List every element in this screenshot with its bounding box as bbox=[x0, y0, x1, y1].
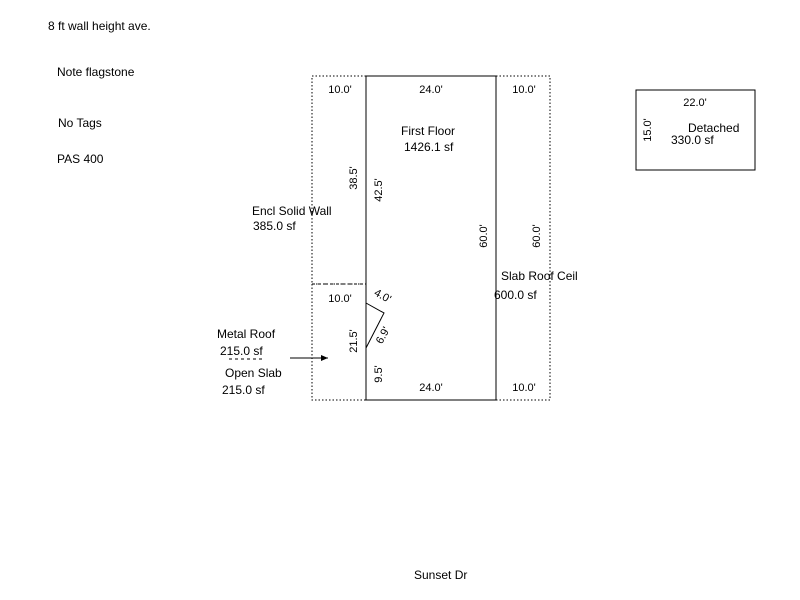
open-slab-outline bbox=[311, 284, 366, 401]
dim-main-bottom: 24.0' bbox=[419, 382, 443, 394]
dim-left-top: 10.0' bbox=[328, 84, 352, 96]
street-name: Sunset Dr bbox=[414, 568, 467, 582]
first-floor-area: 1426.1 sf bbox=[404, 140, 454, 154]
dim-right-bottom: 10.0' bbox=[512, 382, 536, 394]
detached-outline bbox=[635, 89, 756, 171]
arrow-head-icon bbox=[321, 355, 328, 361]
dim-diag-a: 4.0' bbox=[372, 287, 393, 306]
first-floor-outline bbox=[365, 75, 497, 401]
dim-detached-height: 15.0' bbox=[642, 118, 654, 142]
dim-left-upper-height: 38.5' bbox=[348, 166, 360, 190]
dim-diag-b: 6.9' bbox=[374, 325, 393, 346]
diagonal-bump-outline bbox=[365, 302, 385, 349]
note-wall-height: 8 ft wall height ave. bbox=[48, 19, 151, 33]
note-flagstone: Note flagstone bbox=[57, 65, 135, 79]
metal-roof-name: Metal Roof bbox=[217, 327, 276, 341]
dim-main-left-lower: 9.5' bbox=[373, 365, 385, 382]
detached-name: Detached bbox=[688, 121, 739, 135]
dim-left-lower-height: 21.5' bbox=[348, 329, 360, 353]
open-slab-area: 215.0 sf bbox=[222, 383, 265, 397]
dim-main-left-upper: 42.5' bbox=[373, 178, 385, 202]
dim-main-top: 24.0' bbox=[419, 84, 443, 96]
detached-area: 330.0 sf bbox=[671, 133, 714, 147]
slab-roof-area: 600.0 sf bbox=[494, 288, 537, 302]
encl-wall-name: Encl Solid Wall bbox=[252, 204, 332, 218]
encl-wall-area: 385.0 sf bbox=[253, 219, 296, 233]
note-tags: No Tags bbox=[58, 116, 102, 130]
note-pas: PAS 400 bbox=[57, 152, 104, 166]
open-slab-name: Open Slab bbox=[225, 366, 282, 380]
dim-left-lower-top: 10.0' bbox=[328, 293, 352, 305]
encl-wall-outline bbox=[311, 75, 366, 285]
dim-detached-width: 22.0' bbox=[683, 97, 707, 109]
slab-roof-name: Slab Roof Ceil bbox=[501, 269, 578, 283]
dim-main-right-height: 60.0' bbox=[478, 224, 490, 248]
metal-roof-area: 215.0 sf bbox=[220, 344, 263, 358]
first-floor-name: First Floor bbox=[401, 124, 455, 138]
dim-right-height: 60.0' bbox=[531, 224, 543, 248]
dim-right-top: 10.0' bbox=[512, 84, 536, 96]
